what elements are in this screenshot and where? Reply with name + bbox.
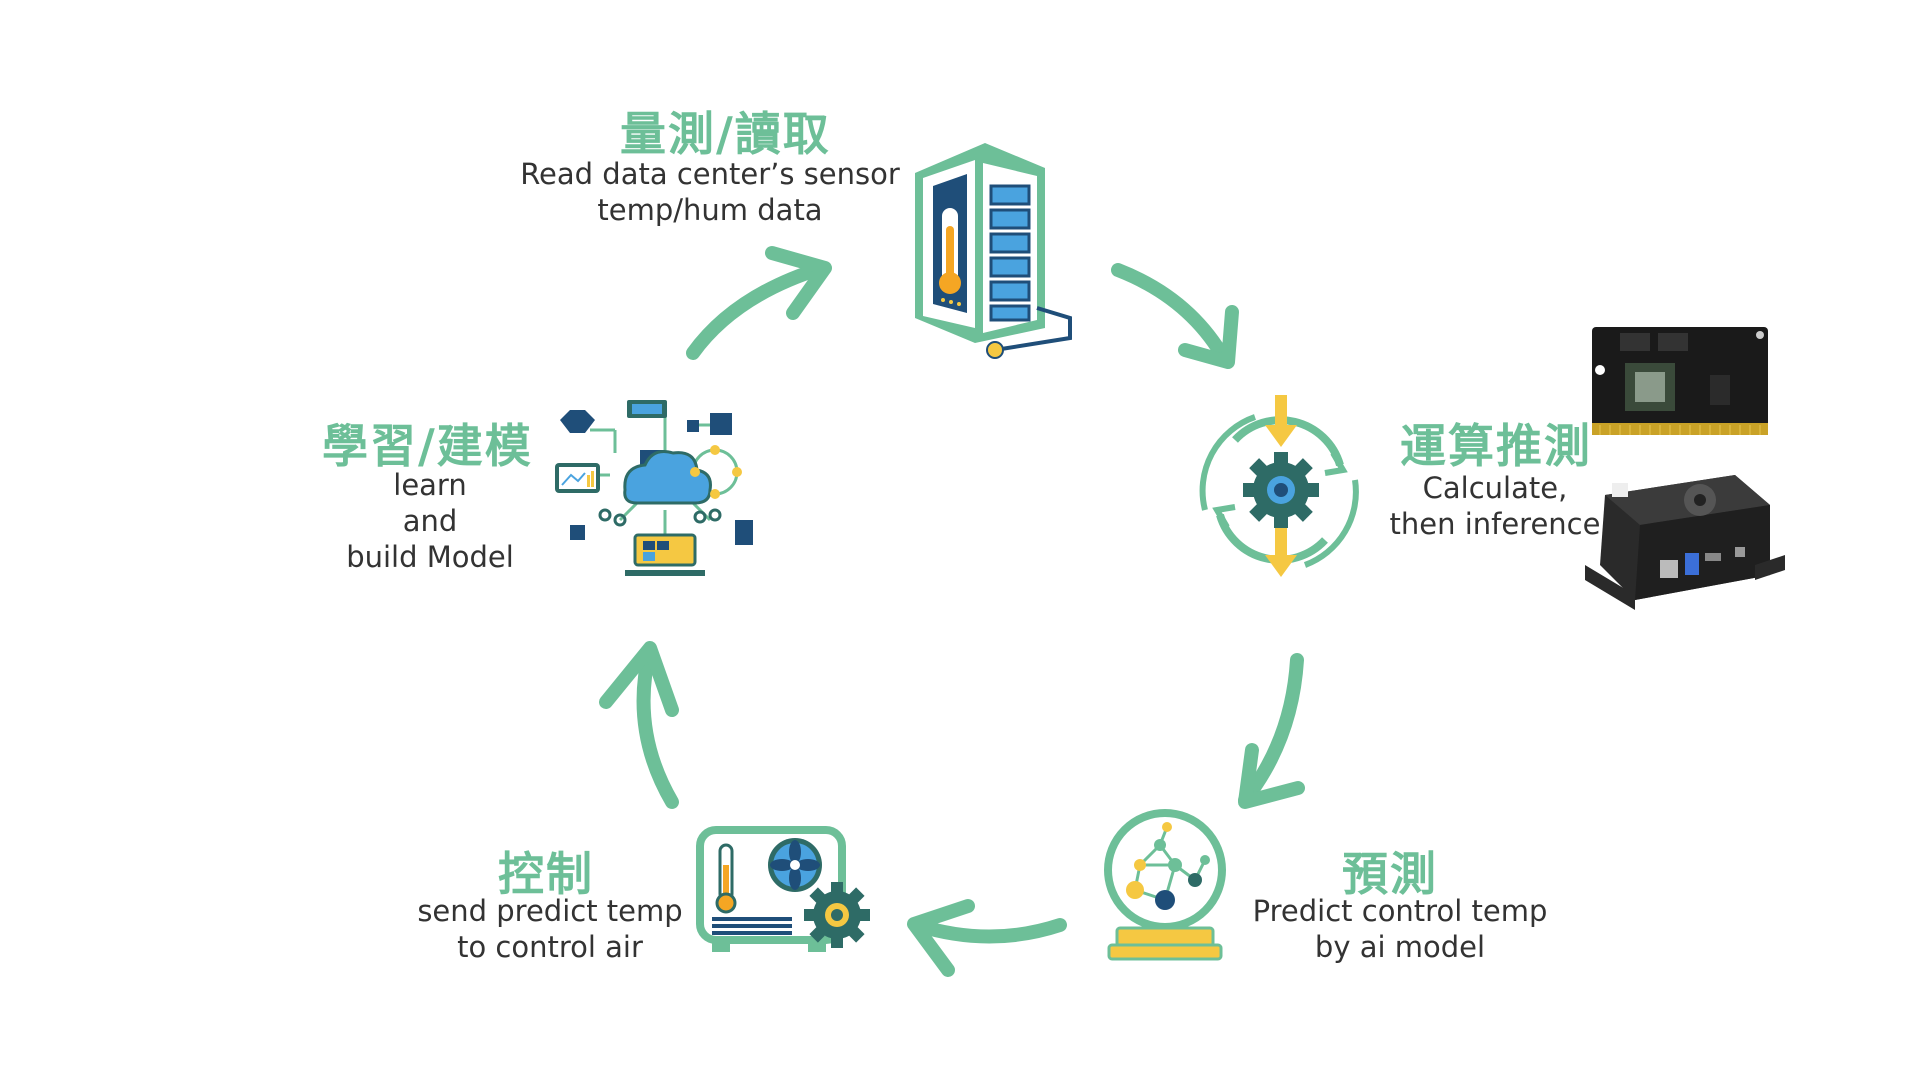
measure-title: 量測/讀取 (620, 107, 831, 161)
learn-title: 學習/建模 (322, 419, 533, 473)
crystal-ball-icon (1104, 809, 1226, 961)
control-title: 控制 (498, 847, 594, 901)
predict-desc-line2: by ai model (1314, 930, 1486, 964)
arrow-predict-to-control (910, 918, 1067, 944)
predict-desc: Predict control temp by ai model (1235, 893, 1565, 965)
predict-title: 預測 (1342, 847, 1438, 901)
control-desc-line2: to control air (457, 930, 643, 964)
measure-desc-line2: temp/hum data (597, 193, 823, 227)
arrow-learn-to-measure (686, 261, 829, 360)
compute-desc-line1: Calculate, (1422, 471, 1568, 505)
ac-unit-fan-icon (696, 826, 870, 952)
jetson-box-photo (1585, 475, 1785, 610)
jetson-module-photo (1592, 327, 1768, 435)
learn-desc-line3: build Model (346, 540, 514, 574)
compute-desc-line2: then inference (1389, 507, 1601, 541)
learn-desc-line1: learn (393, 468, 467, 502)
compute-desc: Calculate, then inference (1370, 470, 1620, 542)
learn-desc: learn and build Model (330, 467, 530, 575)
predict-desc-line1: Predict control temp (1252, 894, 1548, 928)
measure-desc: Read data center’s sensor temp/hum data (515, 156, 905, 228)
compute-title: 運算推測 (1400, 419, 1592, 473)
learn-desc-line2: and (402, 504, 458, 538)
measure-desc-line1: Read data center’s sensor (520, 157, 900, 191)
ml-network-icon (555, 400, 753, 576)
control-desc-line1: send predict temp (417, 894, 683, 928)
server-thermometer-icon (915, 143, 1072, 359)
arrow-compute-to-predict (1238, 653, 1304, 807)
arrow-control-to-learn (636, 643, 679, 809)
control-desc: send predict temp to control air (400, 893, 700, 965)
arrow-measure-to-compute (1111, 263, 1232, 367)
gear-cycle-icon (1199, 395, 1359, 577)
